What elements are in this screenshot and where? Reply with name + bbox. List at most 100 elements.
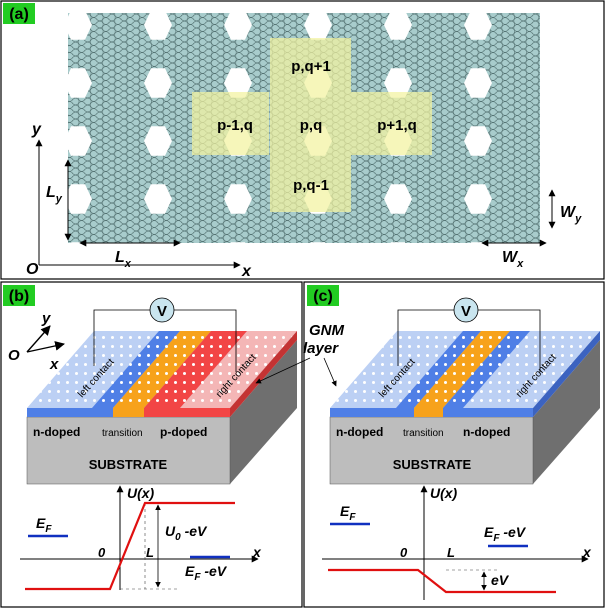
plot-c-zero: 0 <box>400 545 408 560</box>
x-axis-label: x <box>241 263 252 280</box>
plot-b-fermi-right-label: EF -eV <box>185 563 228 583</box>
unit-cell-highlight <box>192 38 432 212</box>
plot-b-zero: 0 <box>98 545 106 560</box>
substrate-side <box>230 340 297 484</box>
plot-b-xlabel: x <box>252 544 262 560</box>
lattice-hole-12 <box>464 68 492 98</box>
top-dots <box>27 331 297 408</box>
plot-b-L: L <box>146 545 154 560</box>
region-n-doped-label: n-doped <box>33 425 80 439</box>
panel-a-label: (a) <box>9 6 29 23</box>
substrate-label-c: SUBSTRATE <box>393 457 472 472</box>
lattice-hole-32 <box>390 242 406 243</box>
lattice-edge-mask <box>60 5 550 253</box>
lattice-holes <box>68 13 492 243</box>
plot-b-potential-curve <box>25 501 235 591</box>
voltmeter-icon <box>149 297 175 323</box>
voltmeter-circuit-b: V <box>93 297 237 372</box>
axis3d-origin-label: O <box>8 347 20 364</box>
lattice-hole-11 <box>384 68 412 98</box>
lattice-hole-1 <box>144 13 172 40</box>
lattice-hole-2 <box>224 13 252 40</box>
edge-side-c <box>533 331 600 417</box>
wy-label: Wy <box>560 204 582 225</box>
potential-plot-c: U(x) x 0 L EF EF -eV eV <box>322 485 592 600</box>
highlight-left <box>192 92 269 155</box>
edge-p <box>144 408 230 417</box>
device-b: left contact right contact n-doped trans… <box>26 331 297 485</box>
lattice-hole-5 <box>464 13 492 40</box>
lattice-hole-15 <box>144 126 172 156</box>
edge-n-right-c <box>443 408 533 417</box>
edge-transition <box>113 408 144 417</box>
lattice-hole-4 <box>384 13 412 40</box>
panel-c-label: (c) <box>313 288 333 305</box>
gnm-callout-line1: GNM <box>309 322 345 339</box>
panel-c-frame <box>303 281 605 608</box>
lx-label: Lx <box>115 249 132 270</box>
lattice-hole-31 <box>310 242 326 243</box>
lattice-hole-14 <box>68 126 92 156</box>
axis3d-y-label: y <box>41 310 51 327</box>
panel-b-frame <box>0 281 303 608</box>
region-transition-label: transition <box>102 428 143 439</box>
plot-b-barrier-label: U0 -eV <box>165 523 208 543</box>
lattice-hole-8 <box>144 68 172 98</box>
edge-n-left-c <box>330 408 414 417</box>
voltmeter-circuit-c: V <box>397 297 541 372</box>
cell-label-left: p-1,q <box>217 117 253 134</box>
lattice-hole-22 <box>144 184 172 214</box>
gnm-callout-arrow-c <box>323 357 337 387</box>
cell-label-bottom: p,q-1 <box>293 177 329 194</box>
panel-a: p,q+1 p,q p-1,q p+1,q p,q-1 y x O Ly Lx … <box>0 0 605 280</box>
lattice-hole-21 <box>68 184 92 214</box>
origin-label: O <box>26 261 39 278</box>
plot-c-drop-label: eV <box>491 572 510 588</box>
panel-b: (b) y O x left contact right contact <box>0 281 303 608</box>
voltmeter-label-c: V <box>461 303 471 320</box>
lattice-hole-3 <box>304 13 332 40</box>
edge-transition-c <box>414 408 443 417</box>
cell-label-center: p,q <box>300 117 323 134</box>
lattice-hole-0 <box>68 13 92 40</box>
panel-a-frame <box>0 0 605 280</box>
cell-label-right: p+1,q <box>377 117 417 134</box>
plot-c-L: L <box>447 545 455 560</box>
plot-c-xlabel: x <box>582 544 592 560</box>
y-axis-label: y <box>31 121 42 138</box>
highlight-vertical <box>270 38 351 212</box>
lattice-hole-9 <box>224 68 252 98</box>
plot-b-ylabel: U(x) <box>127 485 155 501</box>
panel-c-label-bg <box>307 285 339 306</box>
panel-b-label: (b) <box>9 288 29 305</box>
plot-c-ylabel: U(x) <box>430 485 458 501</box>
ly-label: Ly <box>46 184 63 205</box>
panel-b-label-bg <box>3 285 35 306</box>
panel-c: (c) GNM layer left contact right contact… <box>255 281 605 608</box>
region-p-doped-label: p-doped <box>160 425 207 439</box>
lattice-hole-26 <box>464 184 492 214</box>
edge-side <box>230 331 297 417</box>
edge-n <box>27 408 113 417</box>
plot-c-fermi-right-label: EF -eV <box>484 524 527 544</box>
plot-c-fermi-label: EF <box>340 503 356 523</box>
top-dots-c <box>330 331 600 408</box>
panel-a-label-bg <box>3 3 35 24</box>
substrate-front <box>26 416 231 485</box>
voltmeter-icon-c <box>453 297 479 323</box>
potential-plot-b: U(x) x 0 L EF EF -eV U0 -eV <box>20 485 262 591</box>
lattice-hole-25 <box>384 184 412 214</box>
lattice-hole-19 <box>464 126 492 156</box>
plot-b-fermi-label: EF <box>36 515 52 535</box>
voltmeter-label: V <box>157 303 167 320</box>
gnm-callout-line2: layer <box>303 340 339 357</box>
gnm-callout-arrow-b <box>255 357 311 384</box>
region-n-doped-right-c: n-doped <box>463 425 510 439</box>
substrate-front-c <box>329 416 534 485</box>
region-n-doped-left-c: n-doped <box>336 425 383 439</box>
axes-3d: y O x <box>8 310 65 373</box>
axis3d-x-label: x <box>49 356 59 373</box>
lattice-hole-7 <box>68 68 92 98</box>
